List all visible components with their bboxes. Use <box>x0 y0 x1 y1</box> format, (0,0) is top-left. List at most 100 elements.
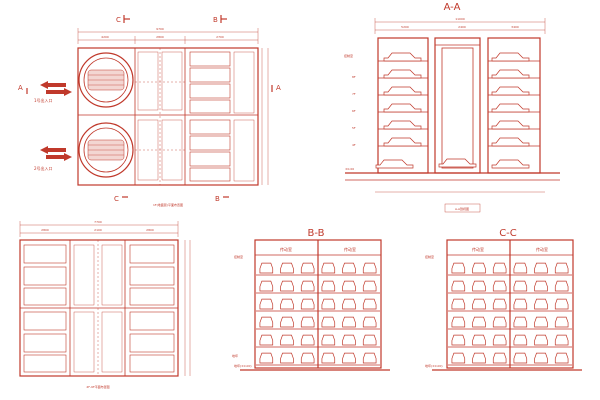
aa-ground-label: ±0.00 <box>345 167 354 171</box>
section-b-bottom-label: B <box>215 195 220 203</box>
parked-car-front <box>472 298 486 310</box>
section-bb-title: B-B <box>308 228 325 239</box>
elevation-aa-dim-left: 5200 <box>401 25 409 29</box>
parked-car-front <box>554 316 569 328</box>
aa-level-5: 5F <box>352 126 356 130</box>
parked-car-front <box>513 298 528 310</box>
parked-car-front <box>554 352 569 364</box>
parked-car-front <box>362 334 377 346</box>
parked-car-front <box>472 334 486 346</box>
section-a-left-label: A <box>18 84 23 92</box>
parked-car-front <box>492 316 507 328</box>
plan-top-dim-total: 9700 <box>156 27 164 31</box>
parked-car-front <box>451 316 466 328</box>
parked-car-front <box>362 316 377 328</box>
parked-car-front <box>472 352 486 364</box>
parked-car-front <box>259 316 274 328</box>
section-b-top-label: B <box>213 16 218 24</box>
parked-car-front <box>321 298 336 310</box>
plan-bottom-caption: 2F-9F平面布置图 <box>86 384 109 389</box>
parked-car-front <box>280 352 294 364</box>
section-bb-car-grid <box>256 262 380 366</box>
elevation-aa: A-A 11000 5200 2400 3400 <box>344 2 560 213</box>
parked-car-front <box>451 280 466 292</box>
section-bb-room-right: 传动室 <box>344 246 356 252</box>
parked-car-front <box>280 316 294 328</box>
parked-car-front <box>362 298 377 310</box>
parked-car-front <box>280 280 294 292</box>
plan-bottom-dim-total: 7700 <box>94 220 102 224</box>
elevation-aa-dim-total: 11000 <box>455 17 465 21</box>
plan-bottom-dim-left: 2800 <box>41 228 49 232</box>
parked-car-front <box>534 298 548 310</box>
parked-car-front <box>534 262 548 274</box>
parked-car-front <box>513 352 528 364</box>
parked-car-front <box>451 334 466 346</box>
parked-car-front <box>451 262 466 274</box>
aa-level-8: 8F <box>352 75 356 79</box>
turntable-2 <box>78 122 134 178</box>
parked-car-front <box>362 262 377 274</box>
entrance-2-arrows <box>40 146 72 161</box>
parked-car-front <box>534 352 548 364</box>
parked-car-front <box>554 334 569 346</box>
parked-car-front <box>451 298 466 310</box>
plan-bottom-dim-right: 2800 <box>146 228 154 232</box>
parked-car-front <box>472 262 486 274</box>
elevation-aa-caption: A-A剖视图 <box>455 206 469 211</box>
parked-car-front <box>300 316 315 328</box>
parked-car-front <box>342 334 356 346</box>
section-cc-car-grid <box>448 262 572 366</box>
aa-room-label: 控制室 <box>344 53 353 58</box>
parked-car-front <box>280 298 294 310</box>
aa-level-7: 7F <box>352 92 356 96</box>
parked-car-front <box>472 316 486 328</box>
parked-car-front <box>280 262 294 274</box>
parked-car-front <box>362 280 377 292</box>
parked-car-front <box>534 280 548 292</box>
entrance-1-arrows <box>40 81 72 96</box>
section-bb: B-B 传动室 传动室 控制室 地坪 地坪(±0.00) <box>232 228 390 371</box>
parked-car-front <box>554 280 569 292</box>
section-cc-title: C-C <box>499 228 517 239</box>
aa-level-6: 6F <box>352 109 356 113</box>
section-bb-bottom-label: 地坪(±0.00) <box>234 363 252 368</box>
parked-car-front <box>342 298 356 310</box>
parked-car-front <box>259 262 274 274</box>
elevation-aa-left-cars <box>378 52 428 147</box>
parked-car-front <box>492 334 507 346</box>
section-bb-ground-label: 地坪 <box>232 353 238 358</box>
section-cc: C-C 传动室 传动室 控制室 地坪(±0.00) <box>425 228 582 371</box>
parked-car-front <box>300 334 315 346</box>
parked-car-front <box>534 334 548 346</box>
parked-car-front <box>321 334 336 346</box>
parked-car-front <box>259 334 274 346</box>
entrance-2-label: 2号出入口 <box>34 165 53 171</box>
plan-top-caption: 1F(地面层)平面布置图 <box>153 202 183 207</box>
section-cc-side-label: 控制室 <box>425 254 434 259</box>
section-cc-bottom-label: 地坪(±0.00) <box>425 363 443 368</box>
section-c-top-label: C <box>116 16 121 24</box>
section-c-bottom-label: C <box>114 195 119 203</box>
parked-car-front <box>513 280 528 292</box>
section-cc-room-right: 传动室 <box>536 246 548 252</box>
parked-car-front <box>321 262 336 274</box>
parked-car-front <box>492 352 507 364</box>
parked-car-front <box>534 316 548 328</box>
section-cc-room-left: 传动室 <box>472 246 484 252</box>
section-bb-side-label: 控制室 <box>234 254 243 259</box>
parked-car-front <box>259 280 274 292</box>
parked-car-front <box>259 352 274 364</box>
parked-car-front <box>280 334 294 346</box>
parked-car-front <box>321 316 336 328</box>
elevation-aa-title: A-A <box>444 2 461 13</box>
entrance-1-label: 1号出入口 <box>34 97 53 103</box>
parked-car-front <box>342 316 356 328</box>
parked-car-front <box>492 262 507 274</box>
parked-car-front <box>513 316 528 328</box>
section-bb-room-left: 传动室 <box>280 246 292 252</box>
parked-car-front <box>300 262 315 274</box>
parked-car-front <box>472 280 486 292</box>
elevation-aa-dim-right: 3400 <box>511 25 519 29</box>
